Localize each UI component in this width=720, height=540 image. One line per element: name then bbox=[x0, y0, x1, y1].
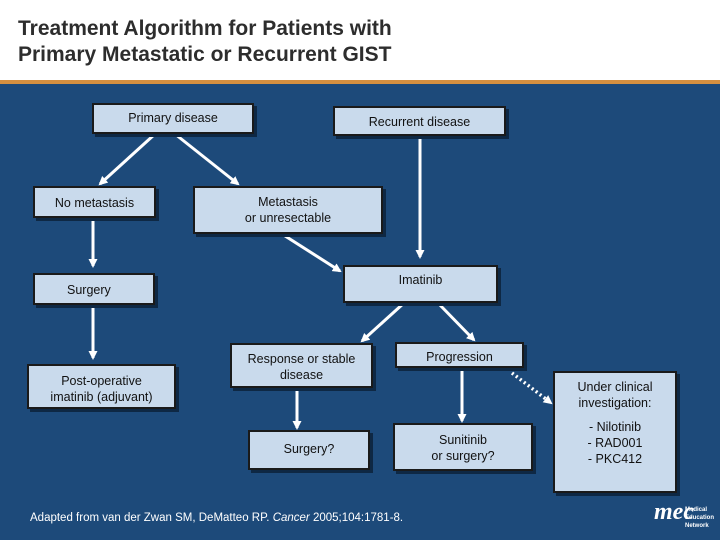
node-surgery-question-label: Surgery? bbox=[283, 442, 335, 456]
node-surgery-question: Surgery? bbox=[248, 430, 370, 470]
node-sunitinib-line-1: Sunitinib bbox=[439, 433, 487, 447]
node-metastasis-unresectable: Metastasis or unresectable bbox=[193, 186, 383, 234]
node-recurrent-disease: Recurrent disease bbox=[333, 106, 506, 136]
node-imatinib: Imatinib bbox=[343, 265, 498, 303]
logo-line-3: Network bbox=[685, 523, 709, 529]
node-no-metastasis: No metastasis bbox=[33, 186, 156, 218]
title-divider bbox=[0, 80, 720, 84]
citation: Adapted from van der Zwan SM, DeMatteo R… bbox=[30, 512, 403, 524]
node-investigation-line-2: investigation: bbox=[578, 396, 652, 410]
slide-title: Treatment Algorithm for Patients with Pr… bbox=[18, 16, 392, 68]
node-primary-disease: Primary disease bbox=[92, 103, 254, 134]
agent-pkc412: - PKC412 bbox=[587, 452, 643, 466]
agent-nilotinib: - Nilotinib bbox=[588, 420, 642, 434]
medical-education-network-logo: mec Medical Education Network bbox=[654, 499, 714, 529]
logo-line-1: Medical bbox=[685, 507, 707, 513]
node-progression: Progression bbox=[395, 342, 524, 368]
node-surgery-label: Surgery bbox=[67, 283, 111, 297]
arrow-metastasis-to-imatinib bbox=[281, 232, 342, 273]
node-metastasis-line-2: or unresectable bbox=[244, 211, 332, 225]
node-recurrent-disease-label: Recurrent disease bbox=[368, 115, 471, 129]
node-response-stable: Response or stable disease bbox=[230, 343, 373, 388]
node-sunitinib-surgery: Sunitinib or surgery? bbox=[393, 423, 533, 471]
citation-journal: Cancer bbox=[272, 512, 310, 524]
node-response-line-2: disease bbox=[279, 368, 324, 382]
arrow-primary-to-no-metastasis bbox=[98, 132, 157, 186]
title-line-1: Treatment Algorithm for Patients with bbox=[18, 17, 392, 40]
citation-authors: Adapted from van der Zwan SM, DeMatteo R… bbox=[30, 512, 273, 524]
node-post-operative-line-2: imatinib (adjuvant) bbox=[50, 390, 153, 404]
node-under-investigation: Under clinical investigation: - Nilotini… bbox=[553, 371, 677, 493]
agent-rad001: - RAD001 bbox=[587, 436, 643, 450]
node-progression-label: Progression bbox=[426, 350, 493, 364]
node-surgery: Surgery bbox=[33, 273, 155, 305]
node-no-metastasis-label: No metastasis bbox=[54, 196, 135, 210]
node-post-operative-line-1: Post-operative bbox=[61, 374, 142, 388]
logo-mark: mec bbox=[654, 499, 694, 525]
citation-details: 2005;104:1781-8. bbox=[309, 512, 404, 524]
node-sunitinib-line-2: or surgery? bbox=[431, 449, 495, 463]
arrow-progression-to-investigation bbox=[510, 371, 553, 405]
logo-line-2: Education bbox=[685, 515, 714, 521]
arrow-primary-to-metastasis bbox=[174, 132, 240, 186]
node-imatinib-label: Imatinib bbox=[398, 273, 443, 287]
title-line-2: Primary Metastatic or Recurrent GIST bbox=[18, 43, 392, 66]
title-bar: Treatment Algorithm for Patients with Pr… bbox=[0, 0, 720, 80]
node-response-line-1: Response or stable bbox=[247, 352, 356, 366]
arrow-imatinib-to-progression bbox=[436, 301, 476, 342]
arrow-imatinib-to-response bbox=[360, 301, 406, 343]
node-primary-disease-label: Primary disease bbox=[128, 111, 218, 125]
node-investigation-line-1: Under clinical bbox=[577, 380, 653, 394]
node-post-operative-imatinib: Post-operative imatinib (adjuvant) bbox=[27, 364, 176, 409]
node-metastasis-line-1: Metastasis bbox=[258, 195, 318, 209]
